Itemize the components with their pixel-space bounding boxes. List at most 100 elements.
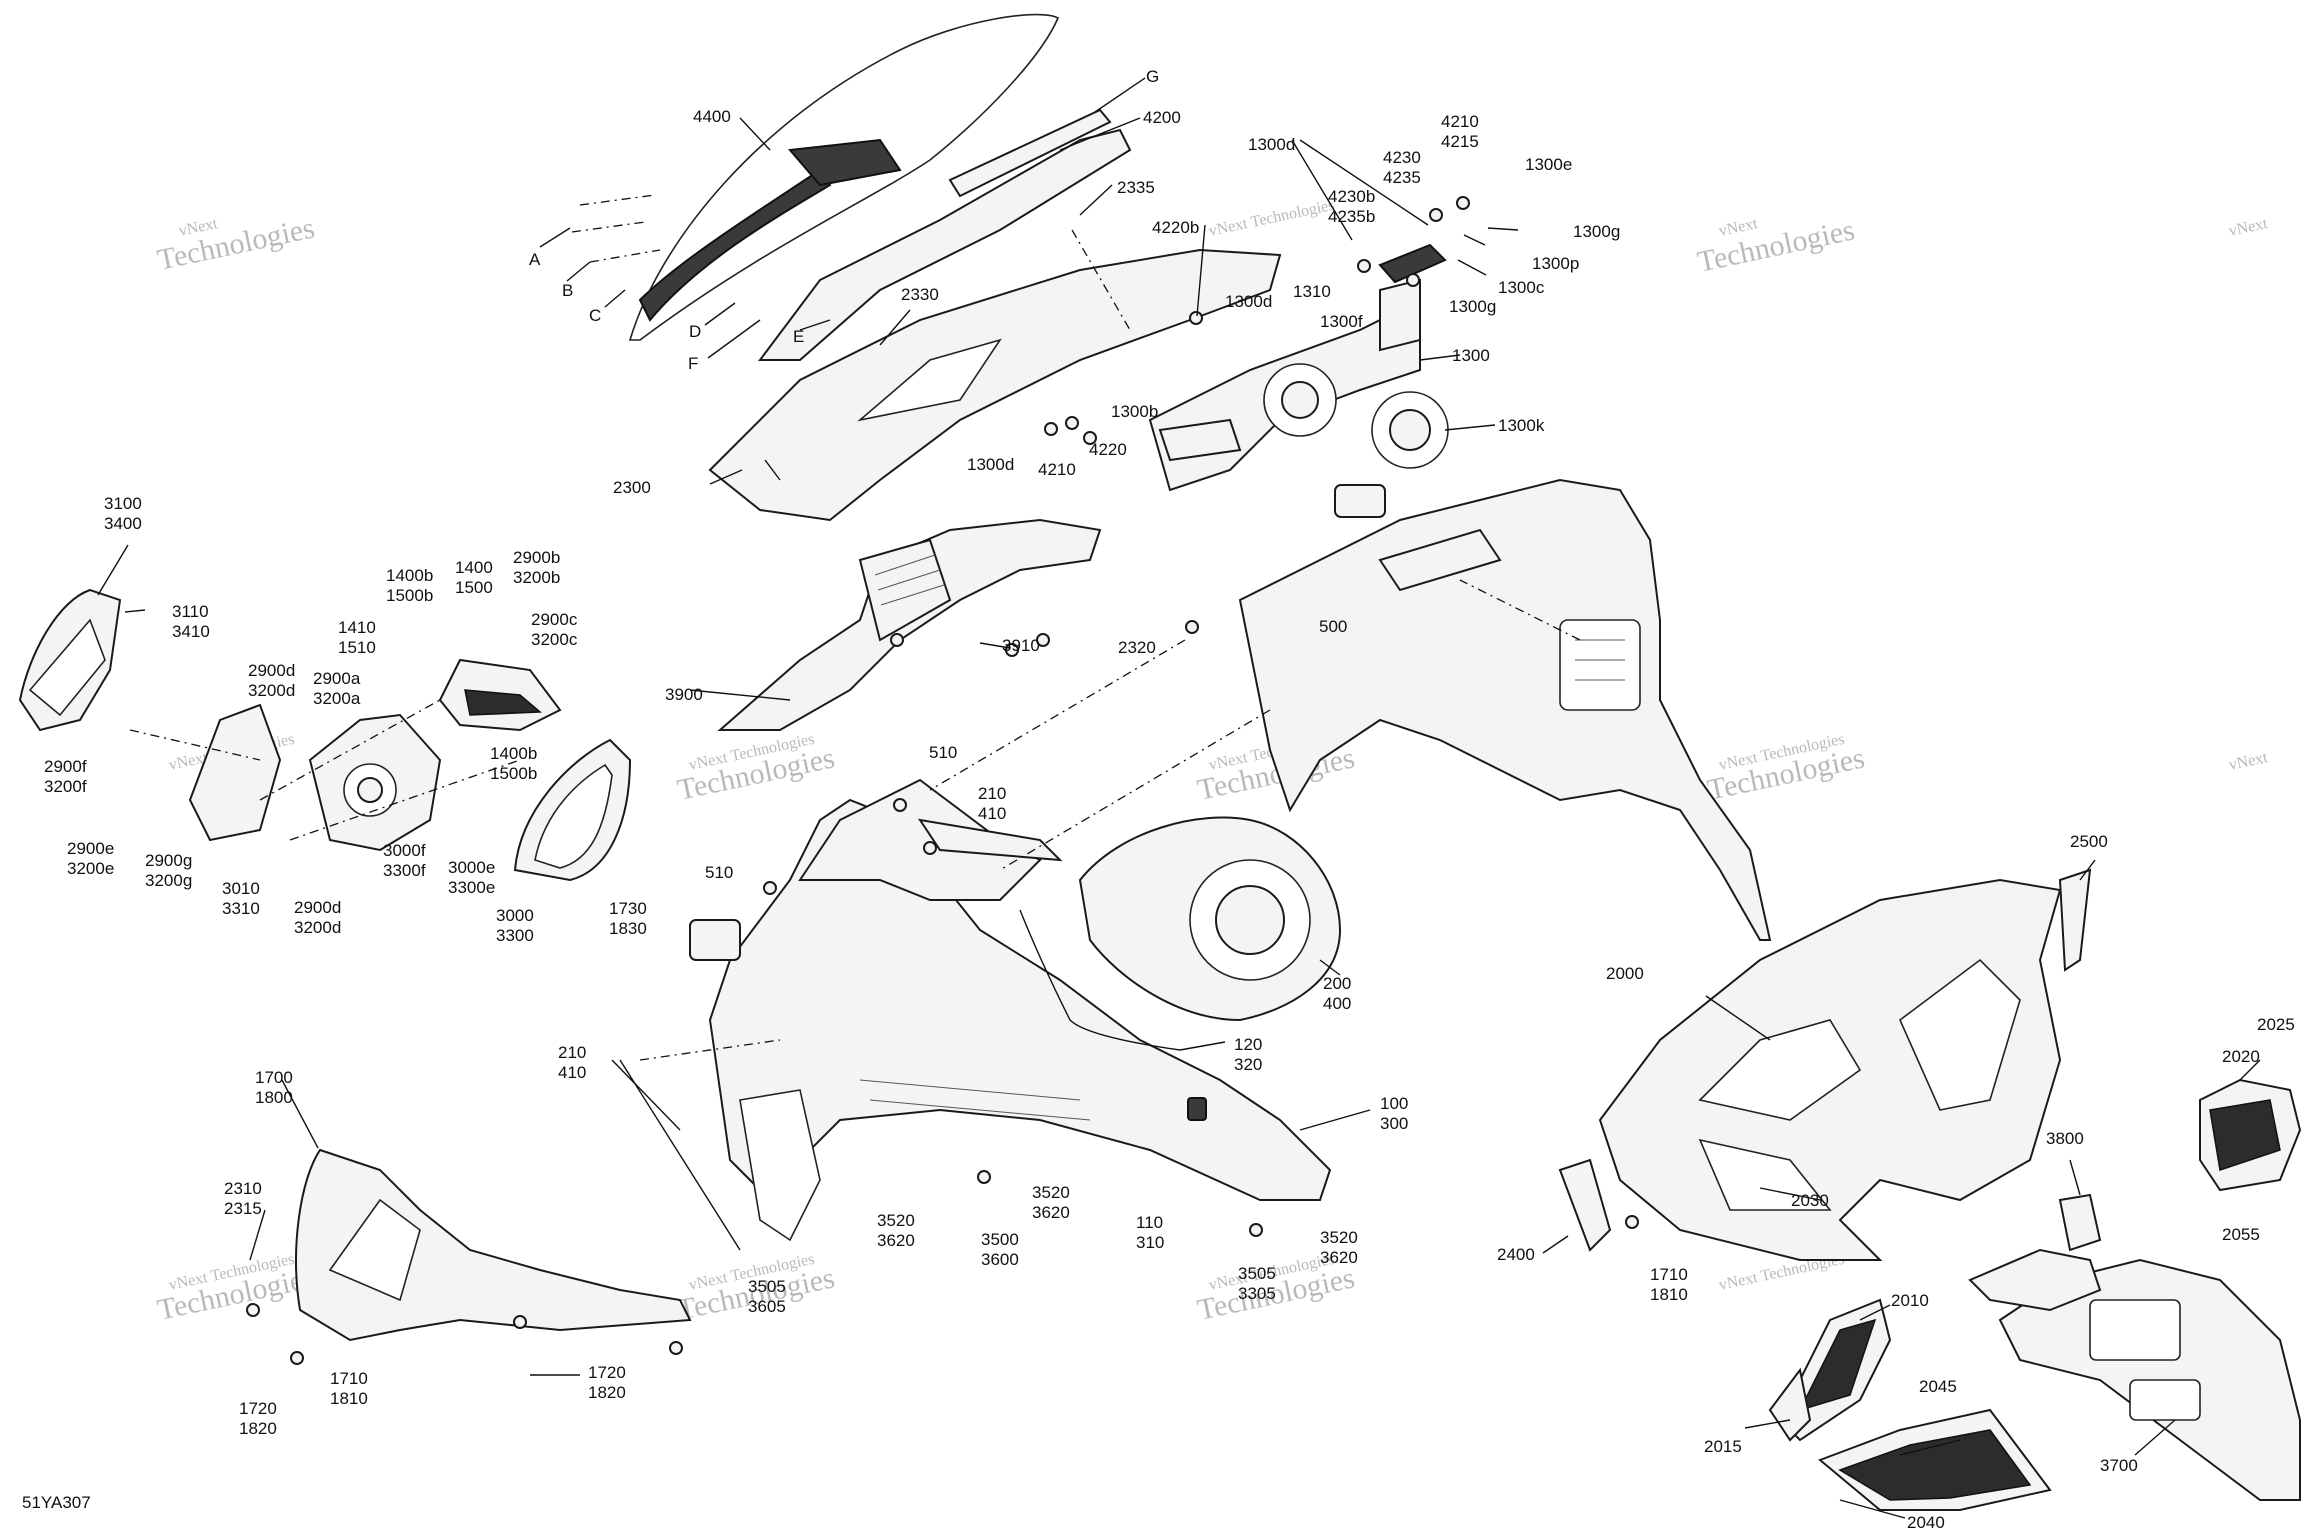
callout-3010: 3010 [222, 879, 260, 898]
callout-1820: 1820 [239, 1419, 277, 1438]
callout-labels: 4400 G 4200 2335 A B C D E F 2330 2300 1… [22, 67, 2295, 1532]
callout-2010: 2010 [1891, 1291, 1929, 1310]
plate-1300c [1378, 243, 1447, 284]
callout-4210: 4210 [1038, 460, 1076, 479]
callout-3305: 3305 [1238, 1284, 1276, 1303]
callout-1300c: 1300c [1498, 278, 1545, 297]
callout-3505: 3505 [748, 1277, 786, 1296]
callout-1720: 1720 [588, 1363, 626, 1382]
callout-4220b: 4220b [1152, 218, 1199, 237]
callout-3000: 3000 [496, 906, 534, 925]
callout-4235: 4235 [1383, 168, 1421, 187]
mirror-housing-3100 [18, 588, 122, 732]
motor-assembly-1300 [1148, 278, 1421, 492]
callout-1310: 1310 [1293, 282, 1331, 301]
center-lines [129, 194, 1581, 1061]
callout-2335: 2335 [1117, 178, 1155, 197]
callout-1300d: 1300d [1248, 135, 1295, 154]
callout-2500: 2500 [2070, 832, 2108, 851]
callout-2900e: 2900e [67, 839, 114, 858]
callout-3200c: 3200c [531, 630, 578, 649]
hardware-parts [246, 196, 1639, 1365]
callout-3700: 3700 [2100, 1456, 2138, 1475]
callout-1500b: 1500b [490, 764, 537, 783]
callout-1300p: 1300p [1532, 254, 1579, 273]
callout-2020: 2020 [2222, 1047, 2260, 1066]
callout-500: 500 [1319, 617, 1347, 636]
callout-2320: 2320 [1118, 638, 1156, 657]
callout-2055: 2055 [2222, 1225, 2260, 1244]
callout-1300g: 1300g [1449, 297, 1496, 316]
callout-4230: 4230 [1383, 148, 1421, 167]
panel-2400 [1558, 1158, 1612, 1252]
inner-frame-210 [798, 778, 1063, 901]
callout-3500: 3500 [981, 1230, 1019, 1249]
callout-3000e: 3000e [448, 858, 495, 877]
callout-2030: 2030 [1791, 1191, 1829, 1210]
callout-1810: 1810 [330, 1389, 368, 1408]
callout-4230b: 4230b [1328, 187, 1375, 206]
callout-1300f: 1300f [1320, 312, 1363, 331]
callout-1300e: 1300e [1525, 155, 1572, 174]
callout-B: B [562, 281, 573, 300]
callout-2315: 2315 [224, 1199, 262, 1218]
callout-1400b: 1400b [490, 744, 537, 763]
callout-2015: 2015 [1704, 1437, 1742, 1456]
mirror-bracket-2900 [188, 703, 442, 852]
callout-A: A [529, 250, 541, 269]
callout-3400: 3400 [104, 514, 142, 533]
windshield-4400 [628, 13, 1060, 341]
callout-C: C [589, 306, 601, 325]
callout-3910: 3910 [1002, 636, 1040, 655]
panel-2500 [2058, 868, 2092, 972]
callout-G: G [1146, 67, 1159, 86]
callout-1300b: 1300b [1111, 402, 1158, 421]
callout-320: 320 [1234, 1055, 1262, 1074]
callout-100: 100 [1380, 1094, 1408, 1113]
callout-210: 210 [558, 1043, 586, 1062]
callout-3310: 3310 [222, 899, 260, 918]
callout-3520: 3520 [1032, 1183, 1070, 1202]
nose-3700 [1998, 1258, 2301, 1501]
callout-200: 200 [1323, 974, 1351, 993]
callout-3300: 3300 [496, 926, 534, 945]
callout-3605: 3605 [748, 1297, 786, 1316]
callout-3505: 3505 [1238, 1264, 1276, 1283]
watermark-line1: vNext Technologies [1207, 197, 1336, 240]
callout-1500: 1500 [455, 578, 493, 597]
callout-1820: 1820 [588, 1383, 626, 1402]
watermark-line1: vNext [2227, 749, 2269, 774]
callout-120: 120 [1234, 1035, 1262, 1054]
callout-2900f: 2900f [44, 757, 87, 776]
callout-1810: 1810 [1650, 1285, 1688, 1304]
callout-1500b: 1500b [386, 586, 433, 605]
callout-2900d: 2900d [294, 898, 341, 917]
light-1400 [438, 658, 562, 732]
callout-1300d: 1300d [1225, 292, 1272, 311]
callout-510: 510 [705, 863, 733, 882]
panel-2015 [1768, 1367, 1812, 1442]
callout-2045: 2045 [1919, 1377, 1957, 1396]
callout-2040: 2040 [1907, 1513, 1945, 1532]
callout-4210: 4210 [1441, 112, 1479, 131]
callout-1410: 1410 [338, 618, 376, 637]
watermark-line1: vNext [2227, 215, 2269, 240]
callout-3520: 3520 [1320, 1228, 1358, 1247]
callout-2400: 2400 [1497, 1245, 1535, 1264]
callout-1830: 1830 [609, 919, 647, 938]
callout-D: D [689, 322, 701, 341]
watermark-line2: Technologies [155, 211, 318, 276]
leader-lines [97, 77, 2261, 1519]
callout-3200b: 3200b [513, 568, 560, 587]
callout-1720: 1720 [239, 1399, 277, 1418]
callout-210: 210 [978, 784, 1006, 803]
frame-500 [1238, 478, 1772, 941]
callout-1800: 1800 [255, 1088, 293, 1107]
mirror-glass-3000 [513, 738, 632, 882]
callout-4400: 4400 [693, 107, 731, 126]
diagram-id-label: 51YA307 [22, 1493, 91, 1512]
callout-1300: 1300 [1452, 346, 1490, 365]
upper-cover-2300 [708, 248, 1282, 522]
callout-2900a: 2900a [313, 669, 361, 688]
